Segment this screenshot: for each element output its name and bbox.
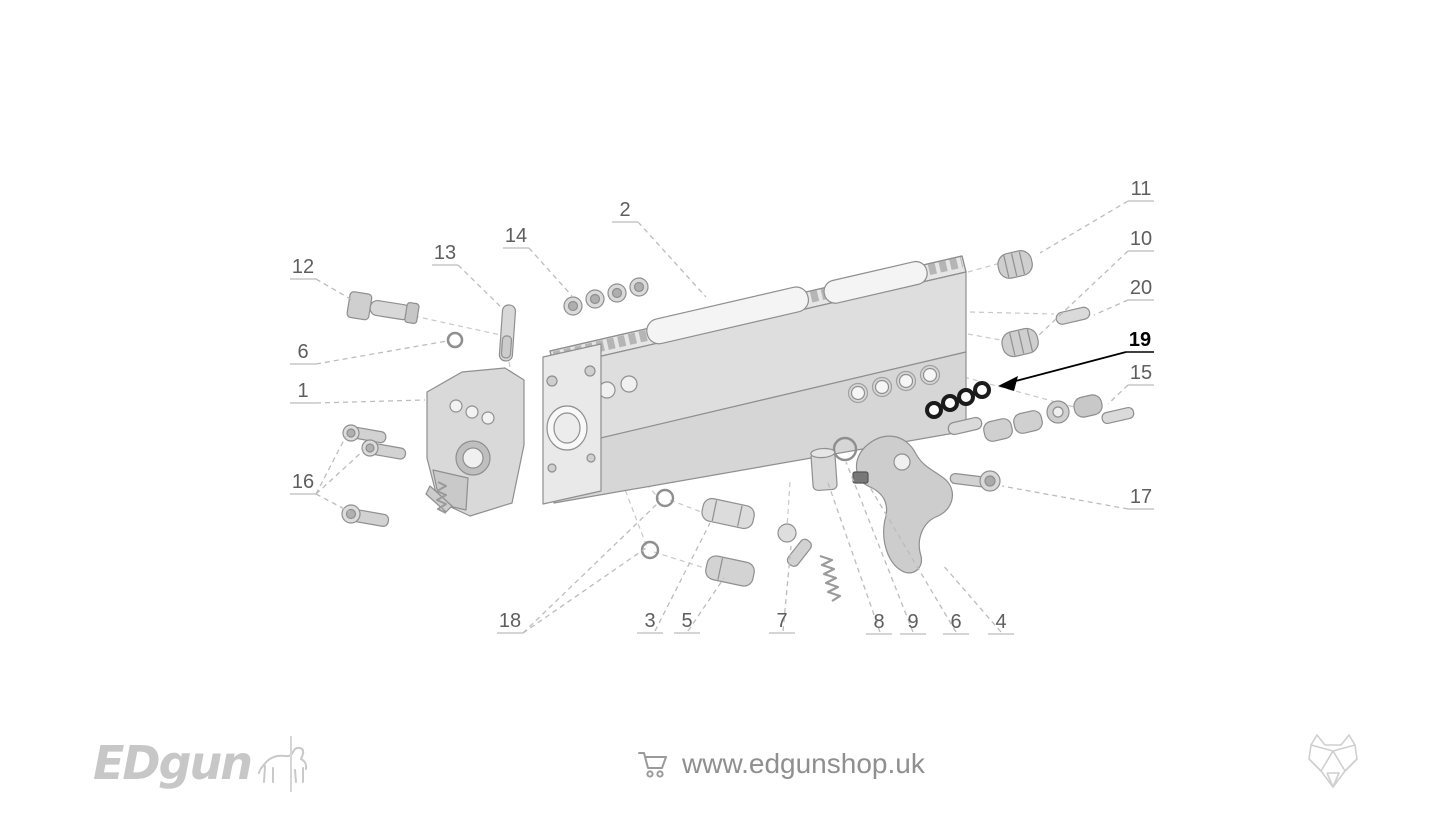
part-cylinder-5	[705, 555, 755, 587]
part-screw-17	[949, 470, 1001, 492]
part-pin-20	[1055, 306, 1091, 325]
brand-logo: EDgun	[93, 736, 309, 790]
brand-name: EDgun	[93, 736, 253, 790]
fox-logo	[1303, 733, 1363, 796]
part-bushing-10	[1001, 327, 1039, 358]
part-cylinder-small	[810, 447, 838, 492]
part-hammer	[852, 435, 954, 574]
part-o-rings-19-highlighted	[925, 381, 991, 419]
part-small-screws	[563, 277, 649, 316]
part-socket-screws	[341, 424, 407, 527]
receiver-body	[542, 260, 967, 505]
highlighted-leader-19	[998, 351, 1127, 391]
cart-icon	[638, 752, 667, 778]
callout-leader-lines	[315, 200, 1129, 634]
website-url: www.edgunshop.uk	[682, 748, 925, 779]
part-o-ring-top	[446, 331, 464, 349]
part-cylinder-3	[701, 497, 755, 530]
part-bushing-11	[997, 250, 1033, 279]
part-ball-spring	[777, 523, 842, 602]
part-cluster-15	[947, 394, 1135, 442]
callout-underlines	[290, 200, 1154, 635]
fox-head-logo-icon	[1308, 734, 1358, 788]
footer-divider	[290, 736, 292, 792]
part-pin-vertical	[498, 304, 517, 362]
part-bolt	[346, 291, 420, 325]
website-link[interactable]: www.edgunshop.uk	[637, 748, 925, 780]
part-circlip	[832, 436, 858, 462]
dog-silhouette-icon	[258, 746, 308, 783]
part-front-block	[425, 367, 525, 517]
